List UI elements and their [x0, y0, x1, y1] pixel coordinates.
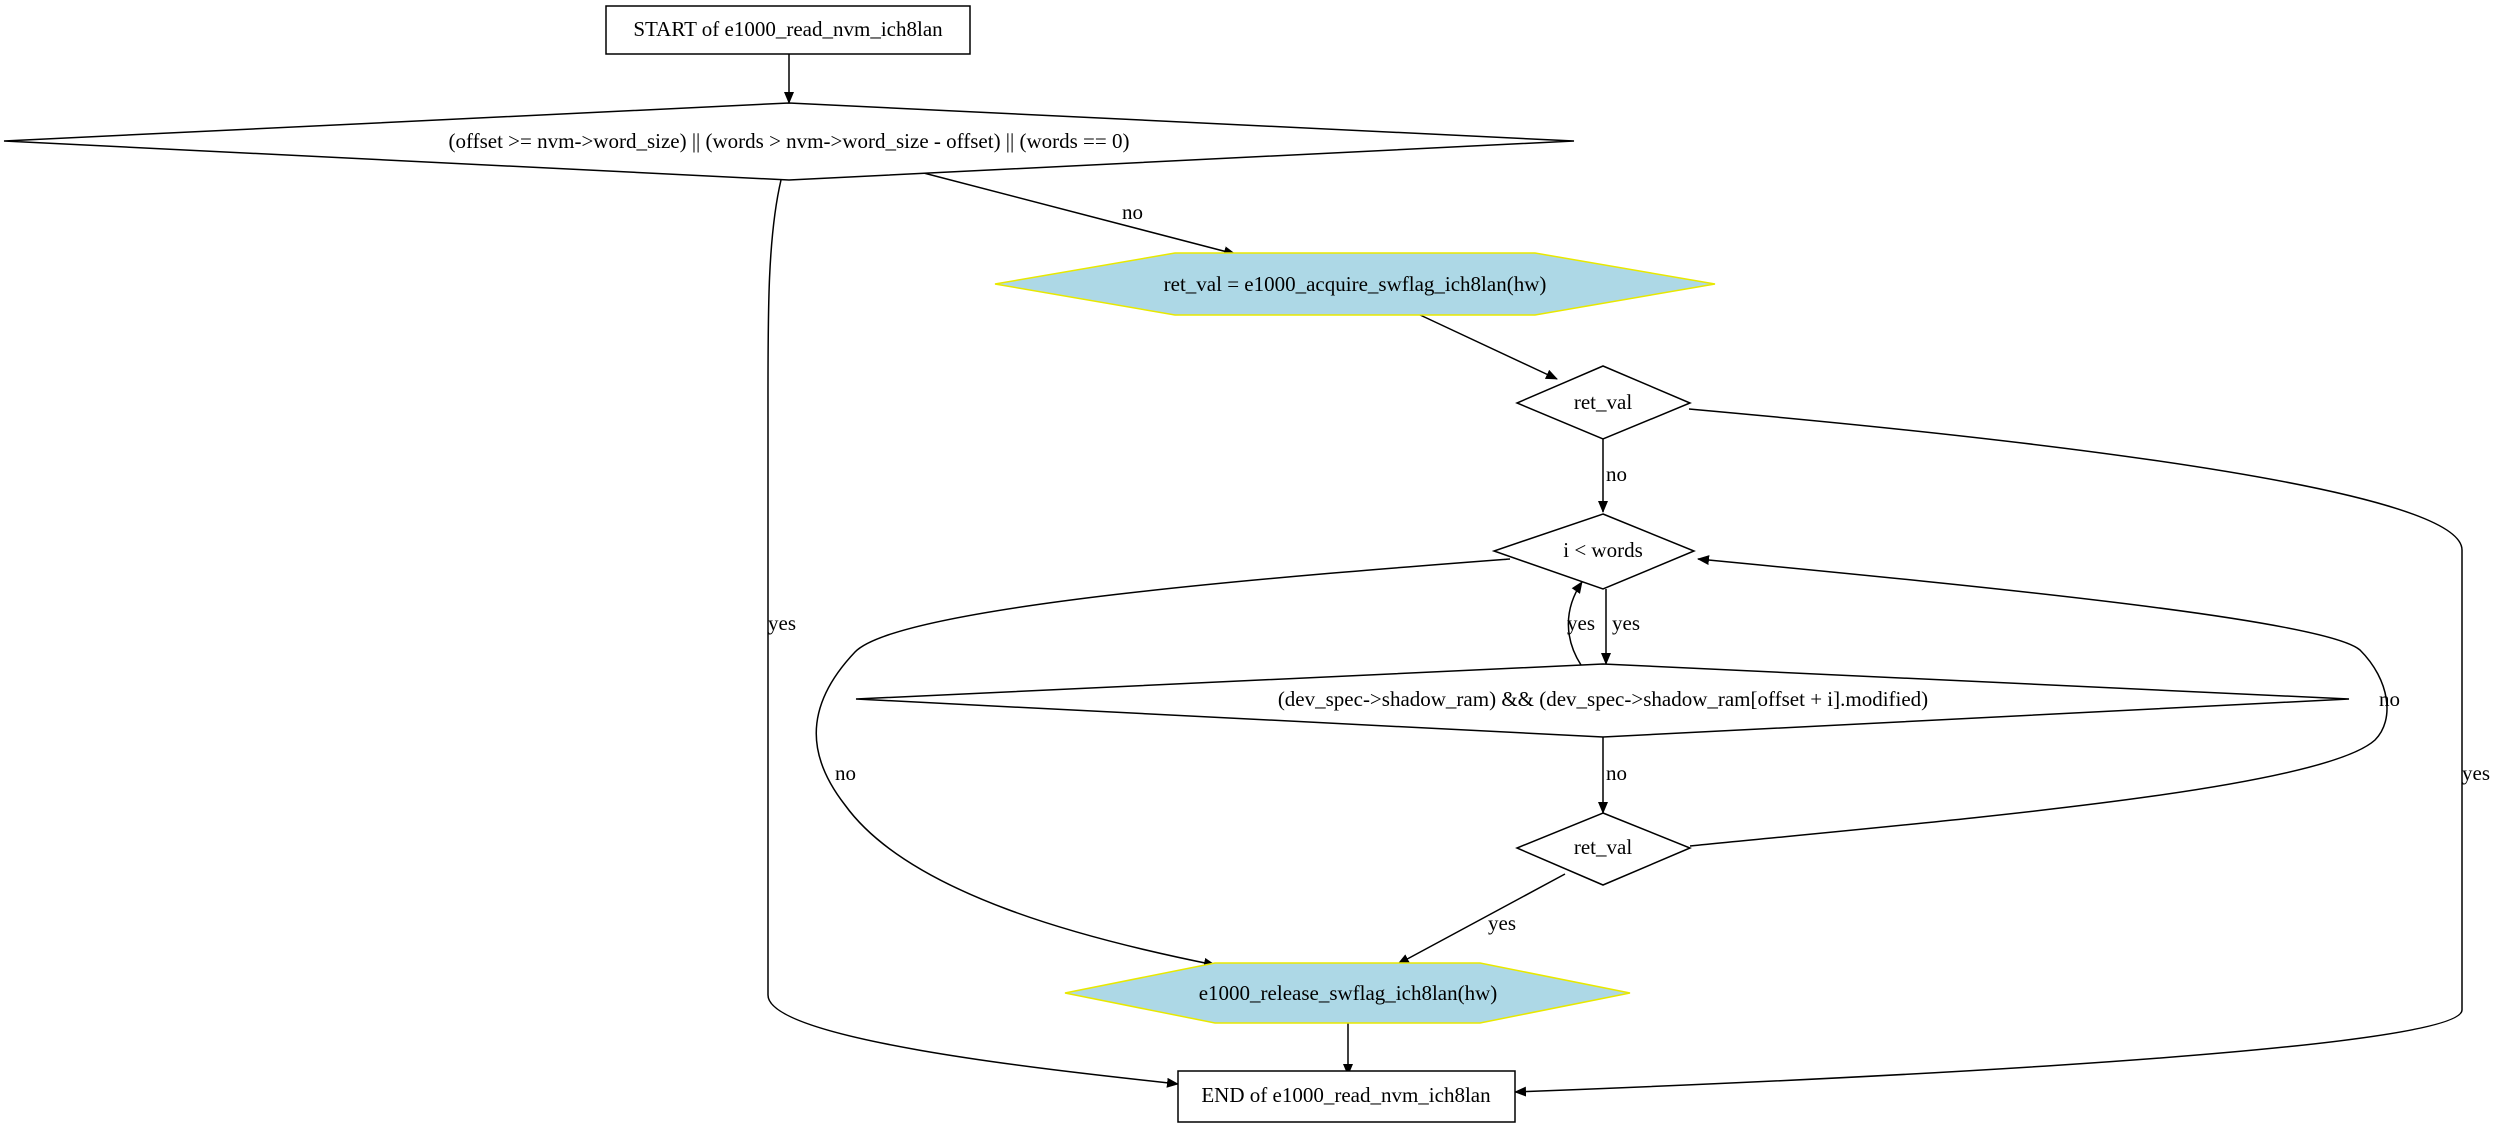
- edge-label-shadow-no: no: [1606, 761, 1627, 785]
- start-node-label: START of e1000_read_nvm_ich8lan: [633, 17, 943, 41]
- edge-shadow-yes: [1567, 581, 1583, 666]
- decision-loop-label: i < words: [1563, 538, 1643, 562]
- start-node: START of e1000_read_nvm_ich8lan: [605, 5, 971, 55]
- edge-label-cond-yes: yes: [768, 611, 796, 635]
- edge-label-ret2-no: no: [2379, 687, 2400, 711]
- decision-shadow-ram-label: (dev_spec->shadow_ram) && (dev_spec->sha…: [1278, 687, 1928, 711]
- process-acquire-swflag-label: ret_val = e1000_acquire_swflag_ich8lan(h…: [1164, 272, 1547, 296]
- edge-label-ret1-yes: yes: [2462, 761, 2490, 785]
- edge-label-loop-no: no: [835, 761, 856, 785]
- edge-label-ret1-no: no: [1606, 462, 1627, 486]
- edge-ret1-yes: [1514, 408, 2463, 1097]
- process-release-swflag: e1000_release_swflag_ich8lan(hw): [1064, 962, 1631, 1024]
- end-node: END of e1000_read_nvm_ich8lan: [1177, 1070, 1516, 1123]
- decision-offset-check-label: (offset >= nvm->word_size) || (words > n…: [449, 129, 1130, 153]
- edge-label-shadow-yes: yes: [1567, 611, 1595, 635]
- end-node-label: END of e1000_read_nvm_ich8lan: [1201, 1083, 1491, 1107]
- decision-ret-val-1: ret_val: [1515, 365, 1692, 440]
- edge-label-ret2-yes: yes: [1488, 911, 1516, 935]
- edge-label-loop-yes: yes: [1612, 611, 1640, 635]
- decision-ret-val-2-label: ret_val: [1574, 835, 1632, 859]
- decision-offset-check: (offset >= nvm->word_size) || (words > n…: [3, 102, 1575, 181]
- edge-ret2-no: [1689, 555, 2388, 847]
- decision-loop: i < words: [1491, 513, 1696, 590]
- process-release-swflag-label: e1000_release_swflag_ich8lan(hw): [1199, 981, 1498, 1005]
- process-acquire-swflag: ret_val = e1000_acquire_swflag_ich8lan(h…: [994, 252, 1716, 316]
- edge-acquire-to-ret1: [1417, 313, 1558, 380]
- edge-label-cond-no: no: [1122, 200, 1143, 224]
- decision-shadow-ram: (dev_spec->shadow_ram) && (dev_spec->sha…: [855, 663, 2350, 738]
- decision-ret-val-1-label: ret_val: [1574, 390, 1632, 414]
- edge-cond-no: [915, 170, 1236, 257]
- edge-ret2-yes: [1397, 873, 1566, 965]
- edge-cond-yes: [767, 179, 1179, 1088]
- edge-loop-no: [815, 558, 1511, 968]
- decision-ret-val-2: ret_val: [1515, 812, 1692, 886]
